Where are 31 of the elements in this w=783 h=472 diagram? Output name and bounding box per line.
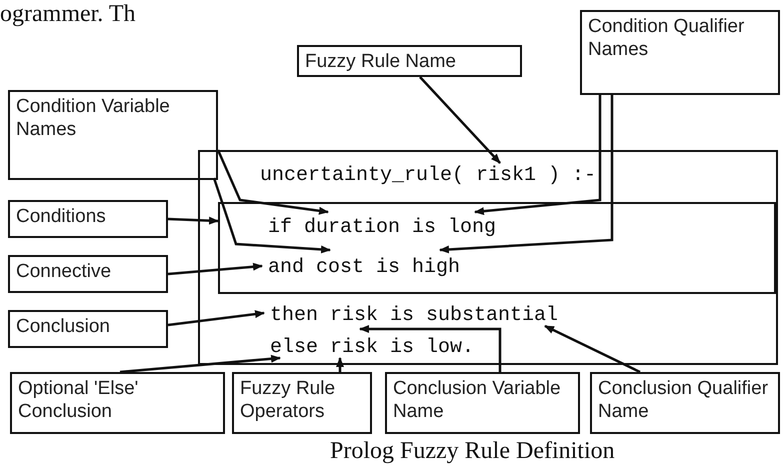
callout: Conditions [8,200,168,238]
leader-arrow [439,95,614,254]
leader-arrow [168,262,263,276]
leader-arrow [474,95,602,216]
leader-arrow [216,150,329,215]
code-line: then risk is substantial [270,303,558,329]
leader-arrow [359,325,502,372]
code-line: uncertainty_rule( risk1 ) :- [260,163,596,189]
leader-arrow [120,354,281,374]
leader-arrow [544,324,641,374]
leader-arrow [168,216,219,225]
leader-arrow [212,178,331,254]
callout: Conclusion [8,310,168,348]
callout: Connective [8,255,168,293]
leader-arrow [336,357,344,372]
conditions-frame [218,202,776,294]
callout: Optional 'Else' Conclusion [10,372,225,434]
body-text-fragment: ogrammer. Th [0,0,136,28]
code-line: if duration is long [268,215,496,241]
callout: Condition Qualifier Names [580,10,780,95]
leader-arrow [168,310,265,326]
callout: Condition Variable Names [8,90,218,180]
callout: Fuzzy Rule Operators [232,372,372,434]
code-line: and cost is high [268,255,460,281]
code-line: else risk is low. [270,335,474,361]
callout: Conclusion Qualifier Name [590,372,780,434]
leader-arrow [419,76,501,164]
figure-caption: Prolog Fuzzy Rule Definition [330,438,615,465]
callout: Conclusion Variable Name [385,372,580,434]
code-panel [198,150,778,365]
callout: Fuzzy Rule Name [297,45,522,77]
